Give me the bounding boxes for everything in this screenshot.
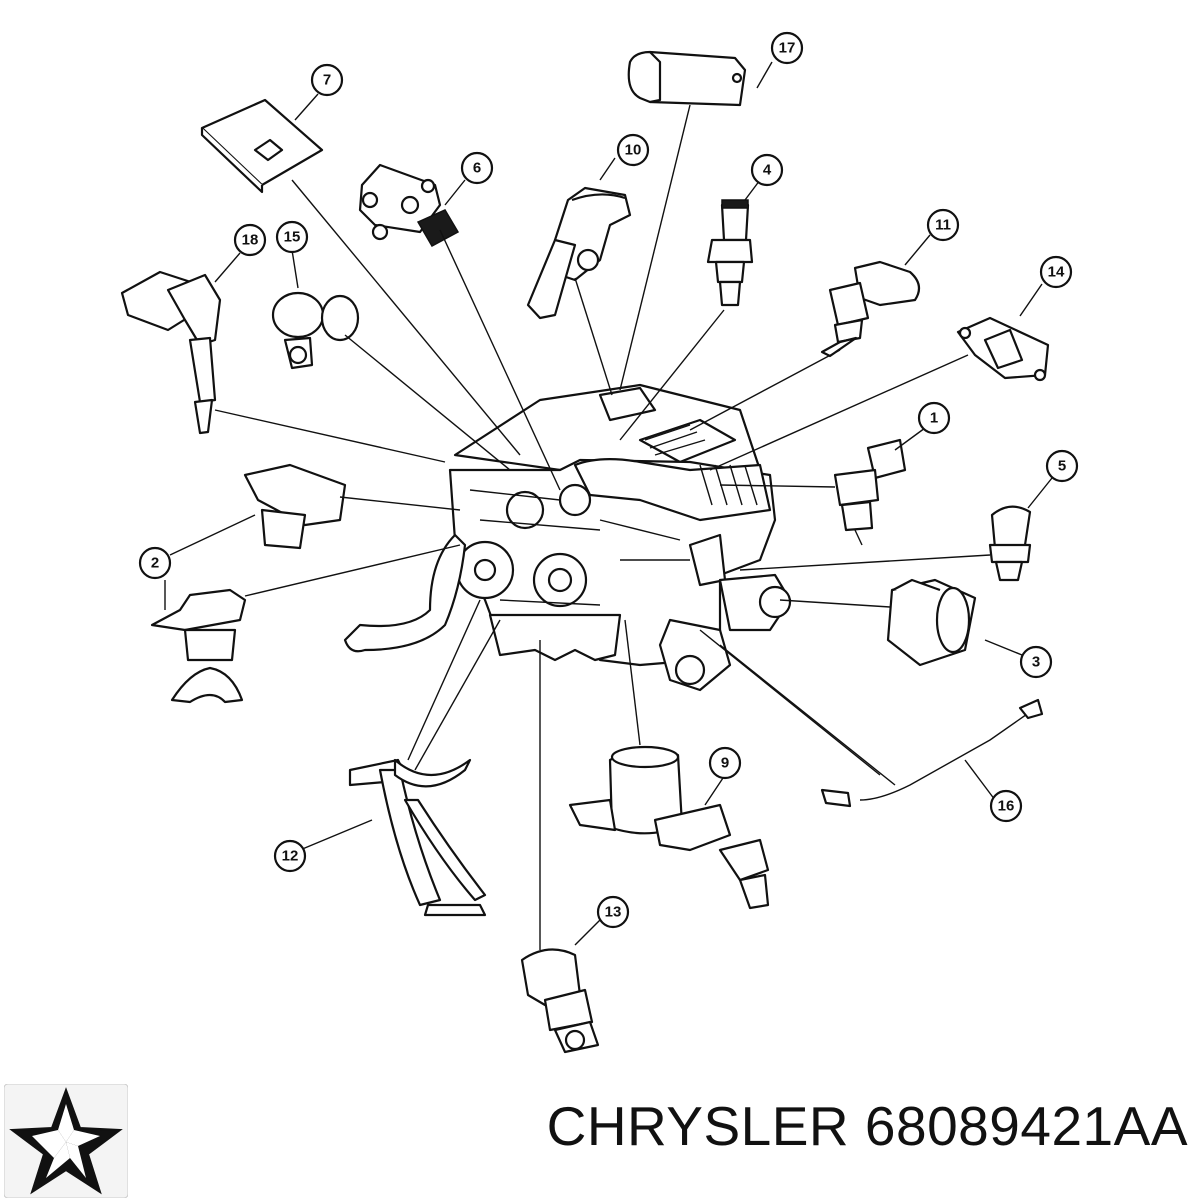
callout-9-label: 9: [721, 755, 729, 772]
callout-17-label: 16: [998, 798, 1015, 815]
callout-1: 1: [917, 401, 951, 435]
part-11-sensor: [627, 50, 747, 107]
callout-14: 15: [275, 220, 309, 254]
callout-7-label: 7: [323, 72, 331, 89]
part-4-temp-sensor: [706, 199, 754, 307]
part-6-map-sensor: [358, 163, 460, 248]
part-5-pressure-switch: [988, 505, 1032, 582]
callout-6-label: 6: [473, 160, 481, 177]
part-15-pressure-sensor: [520, 948, 600, 1054]
callout-3: 3: [1019, 645, 1053, 679]
part-7-shield: [200, 98, 324, 194]
callout-15-label: 13: [605, 904, 622, 921]
part-16-sensor: [956, 316, 1050, 382]
callout-14-label: 15: [284, 229, 301, 246]
part-10-cam-sensor: [526, 186, 632, 320]
leader-lines: [164, 61, 1053, 950]
callout-10-label: 10: [625, 142, 642, 159]
part-2-crank-sensor: [150, 463, 347, 704]
part-13-harness: [348, 758, 487, 917]
callout-5: 5: [1045, 449, 1079, 483]
part-18-sensor: [120, 270, 222, 435]
part-9-sensor: [568, 745, 770, 910]
callout-2-label: 2: [151, 555, 159, 572]
callout-13-label: 12: [282, 848, 299, 865]
brand-footer: CHRYSLER 68089421AA: [0, 1080, 1200, 1200]
callout-7: 7: [310, 63, 344, 97]
part-1-sensor: [833, 438, 907, 546]
callout-15: 13: [596, 895, 630, 929]
callout-5-label: 5: [1058, 458, 1066, 475]
part-14-sensor: [271, 291, 360, 370]
part-17-sensor-wire: [820, 698, 1044, 808]
callout-17: 16: [989, 789, 1023, 823]
callout-16-label: 14: [1048, 264, 1065, 281]
callout-13: 12: [273, 839, 307, 873]
callout-12: 11: [926, 208, 960, 242]
callout-11-label: 17: [779, 40, 796, 57]
brand-name: CHRYSLER: [546, 1095, 850, 1157]
part-3-maf-sensor: [886, 578, 977, 667]
callout-1-label: 1: [930, 410, 938, 427]
callout-4-label: 4: [763, 162, 772, 179]
engine-assembly: [343, 383, 792, 692]
part-number: 68089421AA: [864, 1095, 1188, 1157]
callout-6: 6: [460, 151, 494, 185]
chrysler-pentastar-icon: [4, 1084, 128, 1198]
callout-16: 14: [1039, 255, 1073, 289]
callout-10: 10: [616, 133, 650, 167]
callout-18: 18: [233, 223, 267, 257]
callout-11: 17: [770, 31, 804, 65]
callout-2: 2: [138, 546, 172, 580]
part-caption: CHRYSLER 68089421AA: [547, 1094, 1188, 1158]
callout-4: 4: [750, 153, 784, 187]
callout-12-label: 11: [935, 217, 951, 234]
callout-18-label: 18: [242, 232, 259, 249]
callout-9: 9: [708, 746, 742, 780]
callout-3-label: 3: [1032, 654, 1040, 671]
part-12-sensor: [820, 260, 921, 358]
